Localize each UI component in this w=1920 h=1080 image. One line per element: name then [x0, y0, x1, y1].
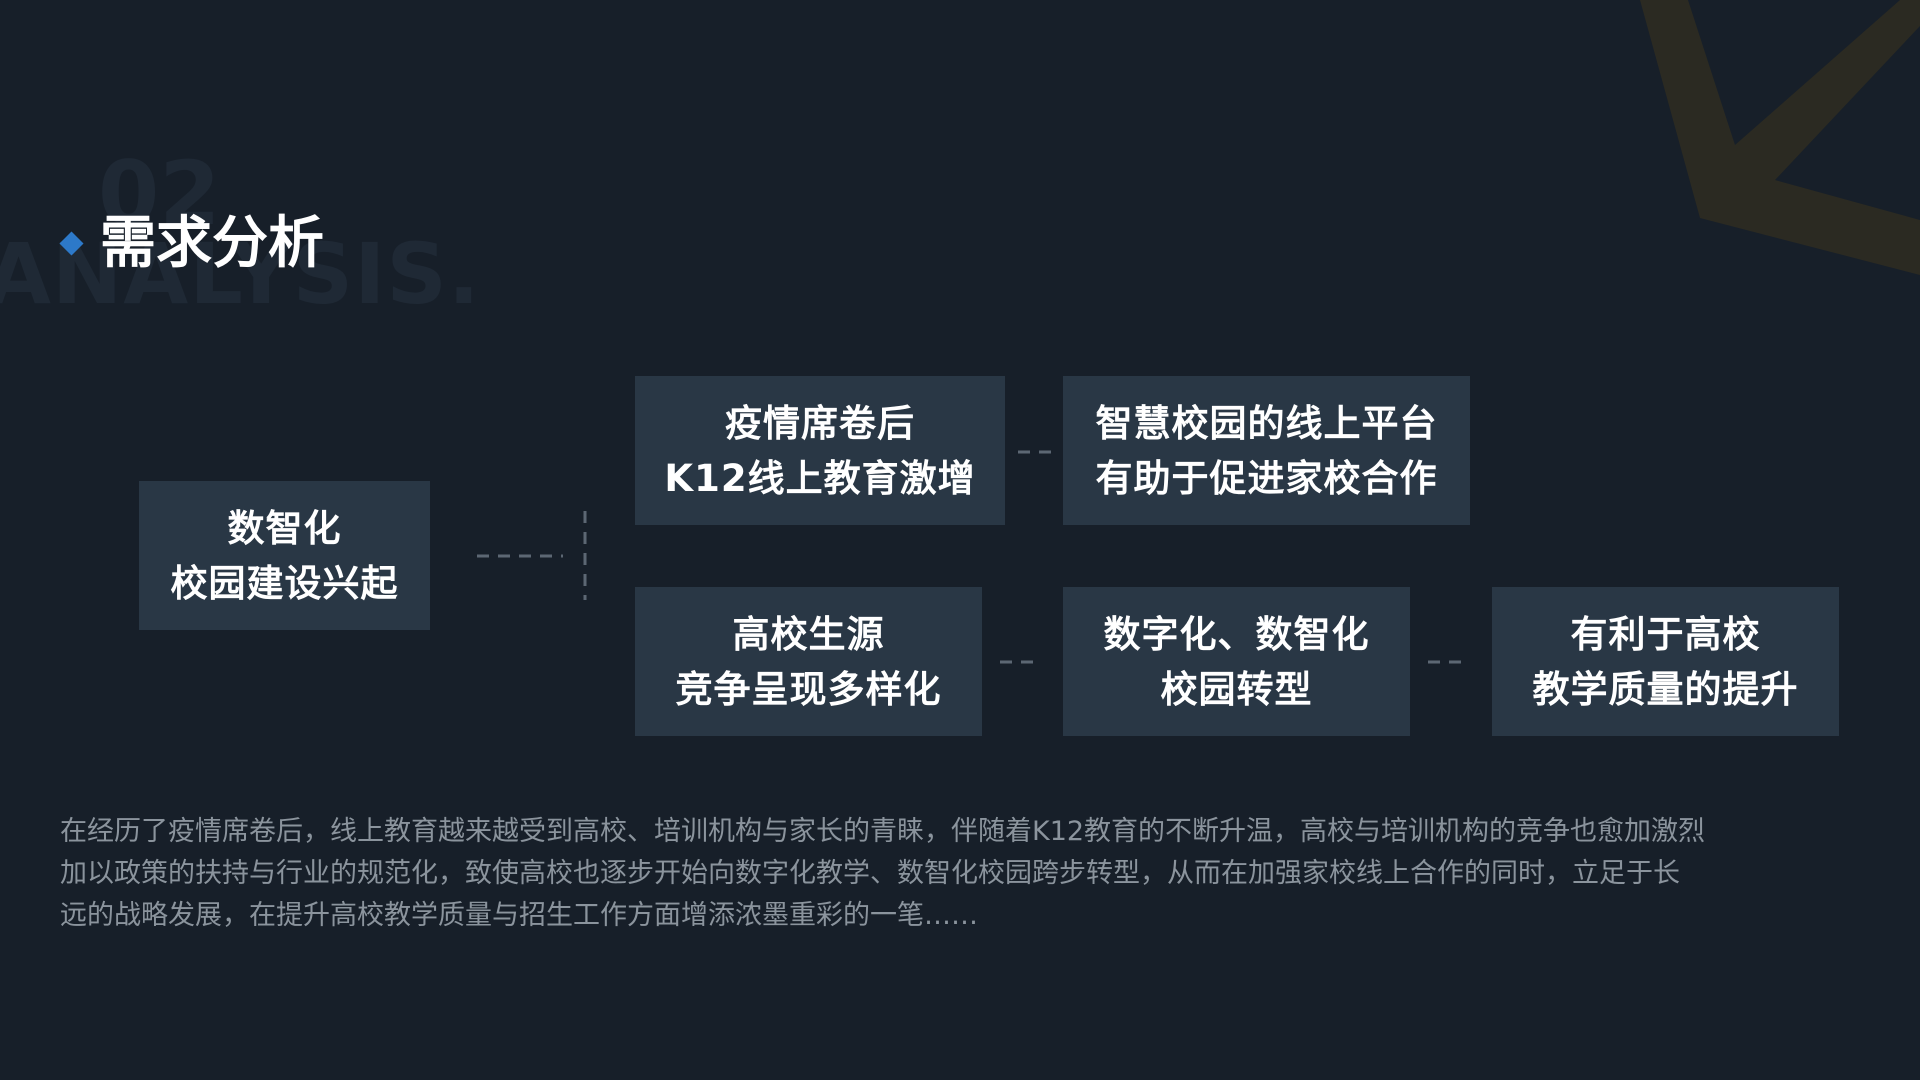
box-digital-campus: 数智化 校园建设兴起 [139, 481, 430, 630]
box-label-line1: 智慧校园的线上平台 [1095, 401, 1438, 445]
page-title: 需求分析 [100, 211, 324, 276]
box-label-line2: 校园转型 [1160, 667, 1313, 711]
description-line: 远的战略发展，在提升高校教学质量与招生工作方面增添浓墨重彩的一笔…… [60, 900, 978, 931]
box-label-line1: 有利于高校 [1570, 612, 1761, 656]
box-label-line2: 校园建设兴起 [170, 561, 399, 605]
description-paragraph: 在经历了疫情席卷后，线上教育越来越受到高校、培训机构与家长的青睐，伴随着K12教… [60, 811, 1860, 937]
box-campus-transformation: 数字化、数智化 校园转型 [1063, 587, 1410, 736]
background-section-number: 02 [98, 142, 221, 245]
box-label-line1: 数智化 [227, 506, 342, 550]
box-label-line1: 疫情席卷后 [725, 401, 915, 445]
box-label-line2: 竞争呈现多样化 [675, 667, 942, 711]
box-label-line2: 有助于促进家校合作 [1095, 456, 1438, 500]
box-label-line2: K12线上教育激增 [664, 456, 976, 500]
box-label-line1: 高校生源 [732, 612, 885, 656]
description-line: 在经历了疫情席卷后，线上教育越来越受到高校、培训机构与家长的青睐，伴随着K12教… [60, 816, 1706, 847]
box-smart-campus-platform: 智慧校园的线上平台 有助于促进家校合作 [1063, 376, 1470, 525]
box-k12-online-surge: 疫情席卷后 K12线上教育激增 [635, 376, 1005, 525]
description-line: 加以政策的扶持与行业的规范化，致使高校也逐步开始向数字化教学、数智化校园跨步转型… [60, 858, 1680, 889]
box-label-line2: 教学质量的提升 [1532, 667, 1799, 711]
box-label-line1: 数字化、数智化 [1103, 612, 1370, 656]
box-student-source-competition: 高校生源 竞争呈现多样化 [635, 587, 982, 736]
box-teaching-quality: 有利于高校 教学质量的提升 [1492, 587, 1839, 736]
